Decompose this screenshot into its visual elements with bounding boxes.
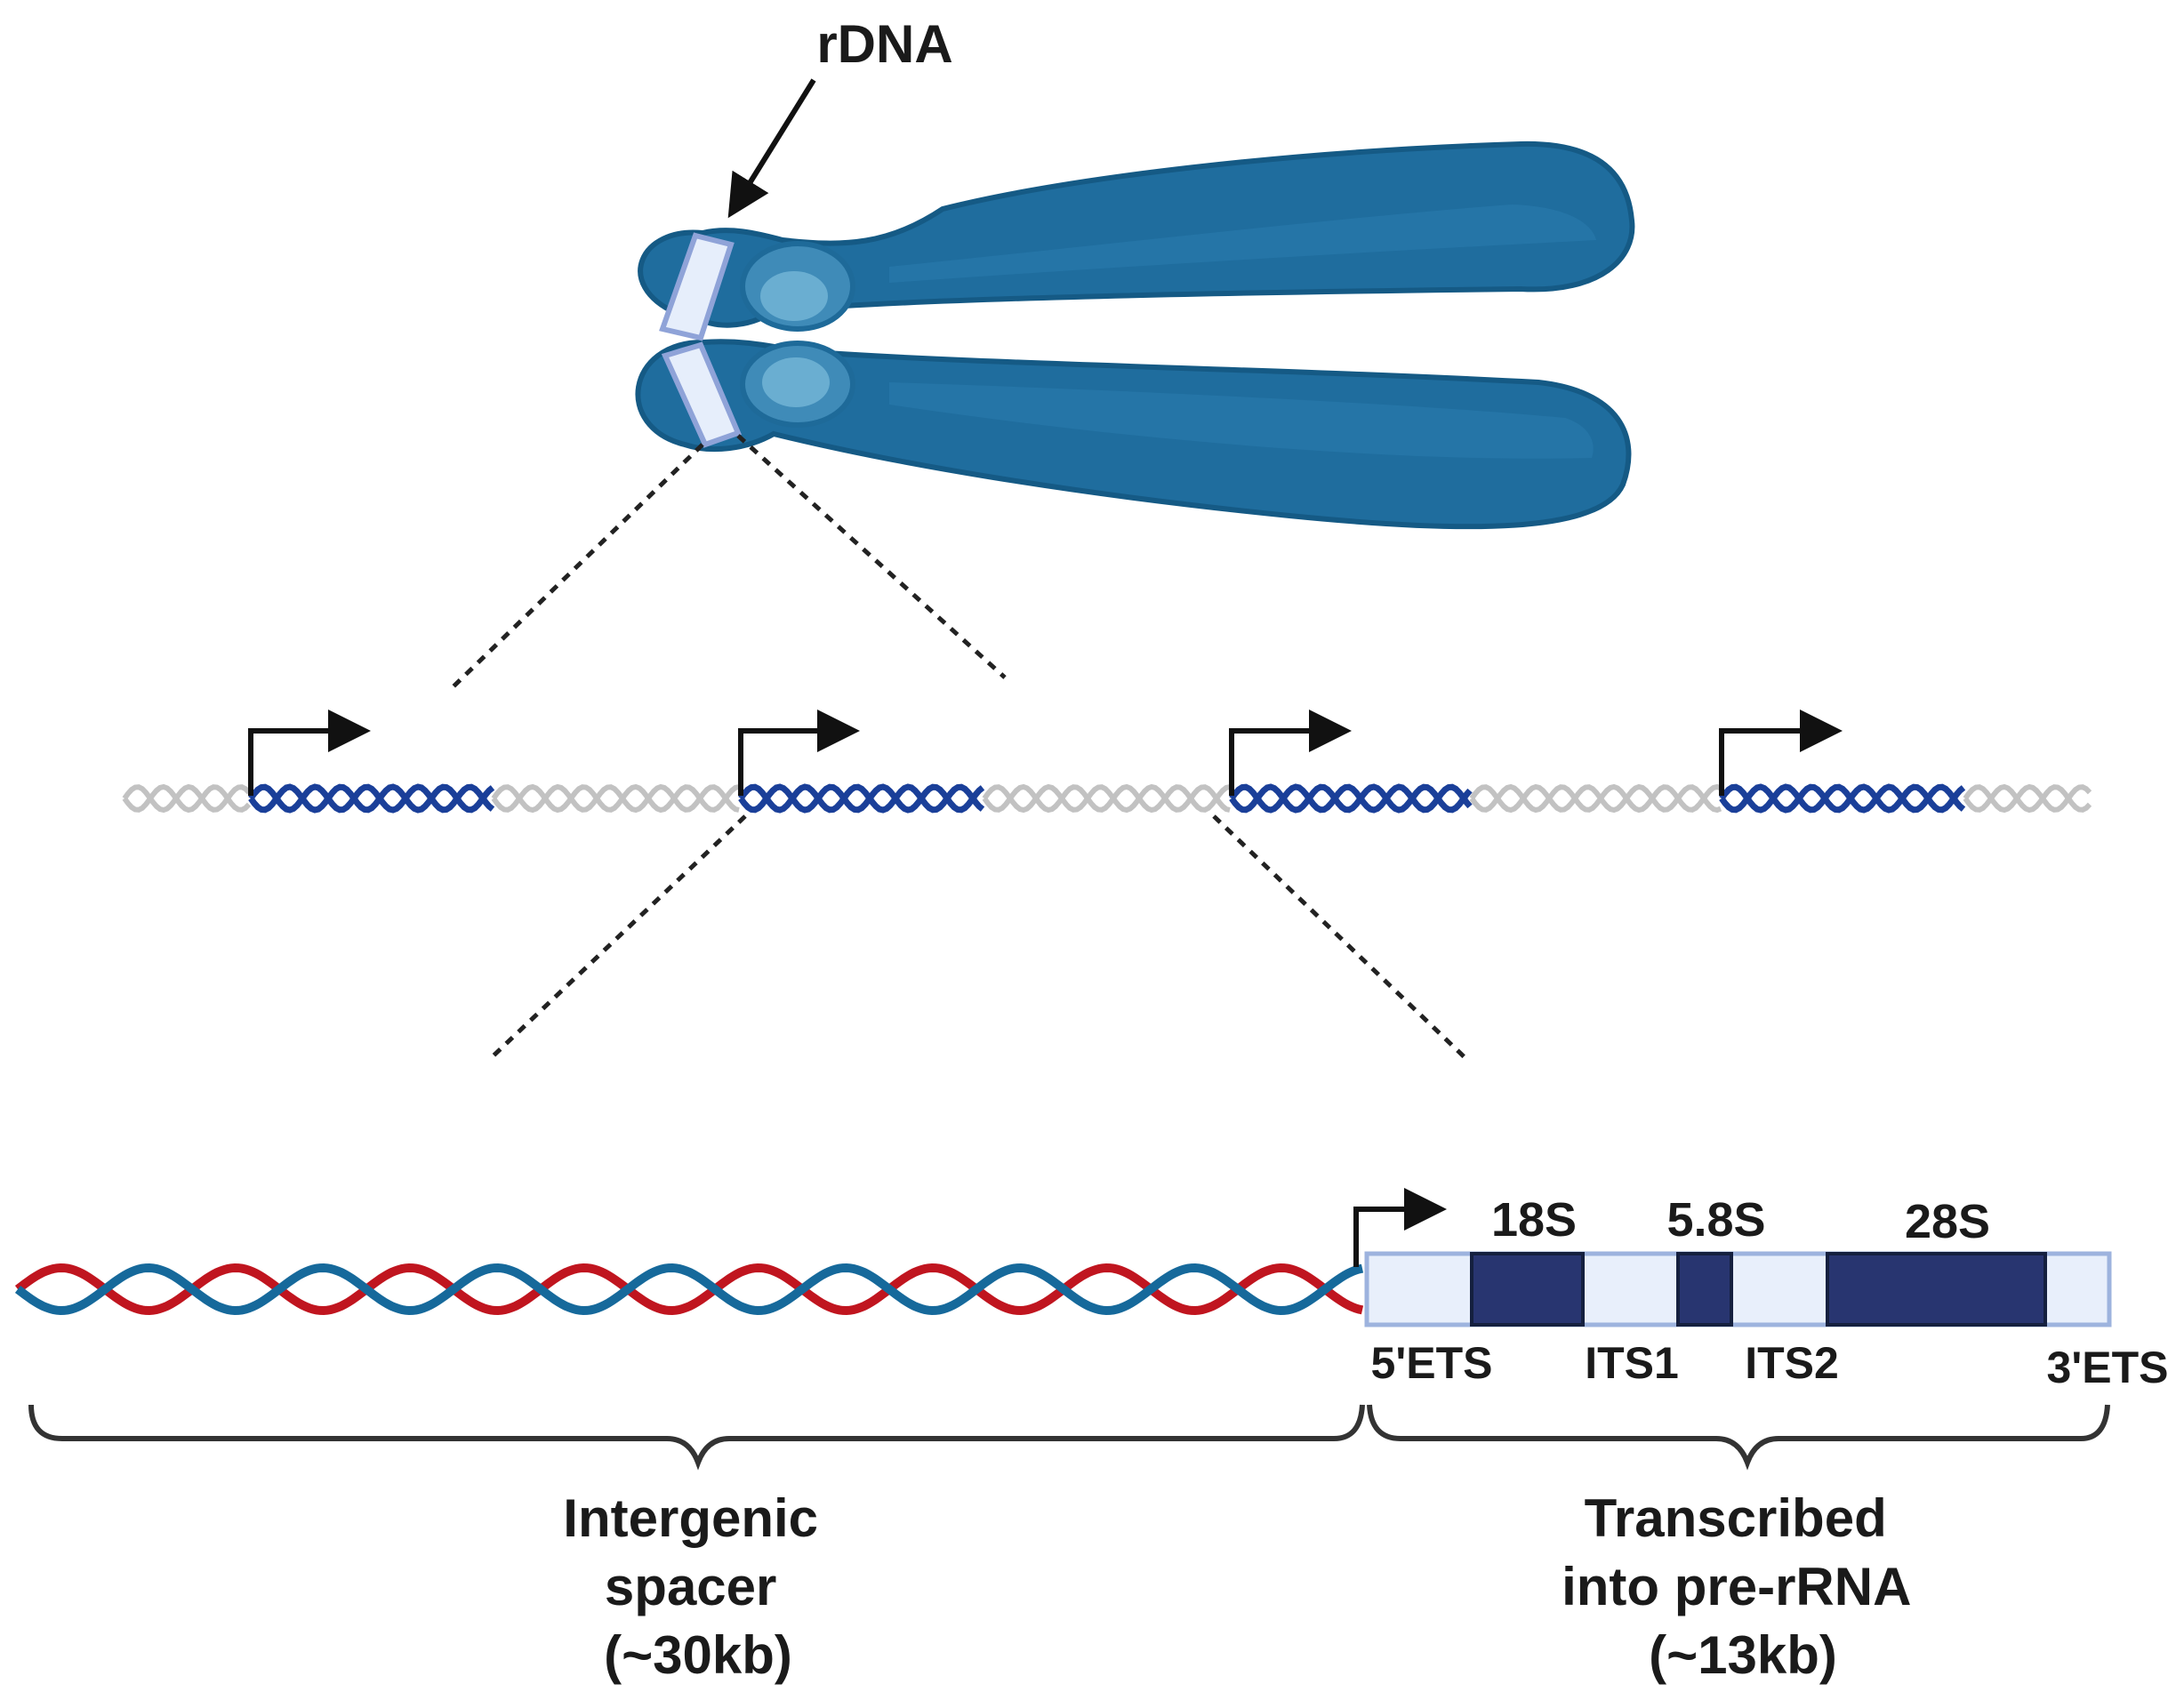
rdna-label: rDNA (816, 14, 952, 74)
transcribed-line-3: (~13kb) (1649, 1625, 1837, 1685)
zoom-line-2-right (1212, 814, 1469, 1062)
exon-5-8s (1676, 1252, 1733, 1327)
intergenic-line-3: (~30kb) (604, 1625, 792, 1685)
intergenic-strand-blue (14, 1263, 1364, 1316)
intergenic-label: Intergenic spacer (~30kb) (563, 1488, 832, 1685)
centromere-top-inner (760, 271, 828, 321)
transcribed-line-1: Transcribed (1585, 1488, 1887, 1548)
intergenic-line-1: Intergenic (563, 1488, 818, 1548)
intergenic-strand-red (14, 1263, 1364, 1316)
transcribed-line-2: into pre-rRNA (1562, 1557, 1910, 1616)
brace-intergenic (28, 1404, 1365, 1471)
chromatid-top (638, 140, 1635, 328)
promoter-arrow-3 (1229, 710, 1352, 796)
rdna-repeat-array (122, 710, 2092, 814)
centromere-bottom-inner (762, 357, 830, 407)
label-18s: 18S (1491, 1193, 1577, 1247)
label-5-8s: 5.8S (1666, 1193, 1765, 1247)
rdna-band-bottom (661, 341, 743, 448)
label-28s: 28S (1905, 1195, 1990, 1248)
chromatid-bottom-highlight (889, 382, 1594, 459)
zoom-line-1-left (452, 443, 704, 688)
chromosome (635, 140, 1635, 530)
exon-18s (1470, 1252, 1585, 1327)
promoter-arrow-1 (248, 710, 371, 796)
label-3ets: 3'ETS (2047, 1343, 2169, 1392)
gene-helix (248, 783, 1966, 814)
label-5ets: 5'ETS (1371, 1338, 1493, 1388)
label-its1: ITS1 (1585, 1338, 1679, 1388)
rdna-unit: 18S 5.8S 28S 5'ETS ITS1 ITS2 3'ETS Inter… (14, 1188, 2169, 1685)
rdna-band-top (659, 232, 735, 341)
promoter-arrow-4 (1719, 710, 1843, 796)
intergenic-line-2: spacer (605, 1557, 776, 1616)
promoter-arrow-unit (1353, 1188, 1447, 1267)
promoter-arrow-2 (738, 710, 860, 796)
brace-transcribed (1367, 1404, 2110, 1471)
exon-28s (1826, 1252, 2047, 1327)
chromatid-top-highlight (889, 204, 1596, 283)
transcribed-label: Transcribed into pre-rRNA (~13kb) (1562, 1488, 1924, 1685)
spacer-helix (122, 783, 2092, 814)
gene-helix (248, 783, 1966, 814)
rdna-pointer-arrow (727, 78, 816, 219)
spacer-helix (122, 783, 2092, 814)
label-its2: ITS2 (1745, 1338, 1839, 1388)
zoom-line-2-left (487, 814, 747, 1062)
